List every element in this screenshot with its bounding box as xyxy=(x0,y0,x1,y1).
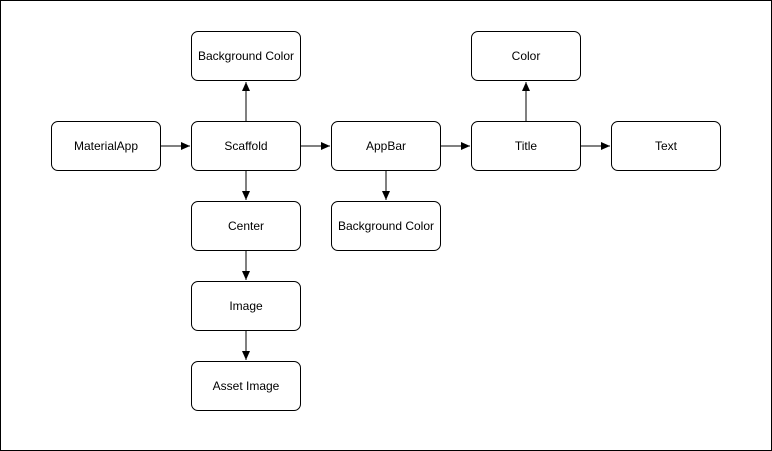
node-scaffold[interactable]: Scaffold xyxy=(191,121,301,171)
node-label: Center xyxy=(227,219,265,233)
node-label: Text xyxy=(654,139,677,153)
node-center[interactable]: Center xyxy=(191,201,301,251)
node-image[interactable]: Image xyxy=(191,281,301,331)
node-label: Color xyxy=(511,49,541,63)
node-appbar[interactable]: AppBar xyxy=(331,121,441,171)
node-label: AppBar xyxy=(365,139,407,153)
node-asset-image[interactable]: Asset Image xyxy=(191,361,301,411)
node-label: MaterialApp xyxy=(73,139,139,153)
node-label: Scaffold xyxy=(224,139,268,153)
node-scaffold-background-color[interactable]: Background Color xyxy=(191,31,301,81)
node-label: Image xyxy=(229,299,263,313)
node-label: Asset Image xyxy=(212,379,280,393)
node-appbar-background-color[interactable]: Background Color xyxy=(331,201,441,251)
node-label: Title xyxy=(514,139,538,153)
node-text[interactable]: Text xyxy=(611,121,721,171)
node-label: Background Color xyxy=(337,219,435,233)
node-materialapp[interactable]: MaterialApp xyxy=(51,121,161,171)
node-color[interactable]: Color xyxy=(471,31,581,81)
node-label: Background Color xyxy=(197,49,295,63)
node-title[interactable]: Title xyxy=(471,121,581,171)
